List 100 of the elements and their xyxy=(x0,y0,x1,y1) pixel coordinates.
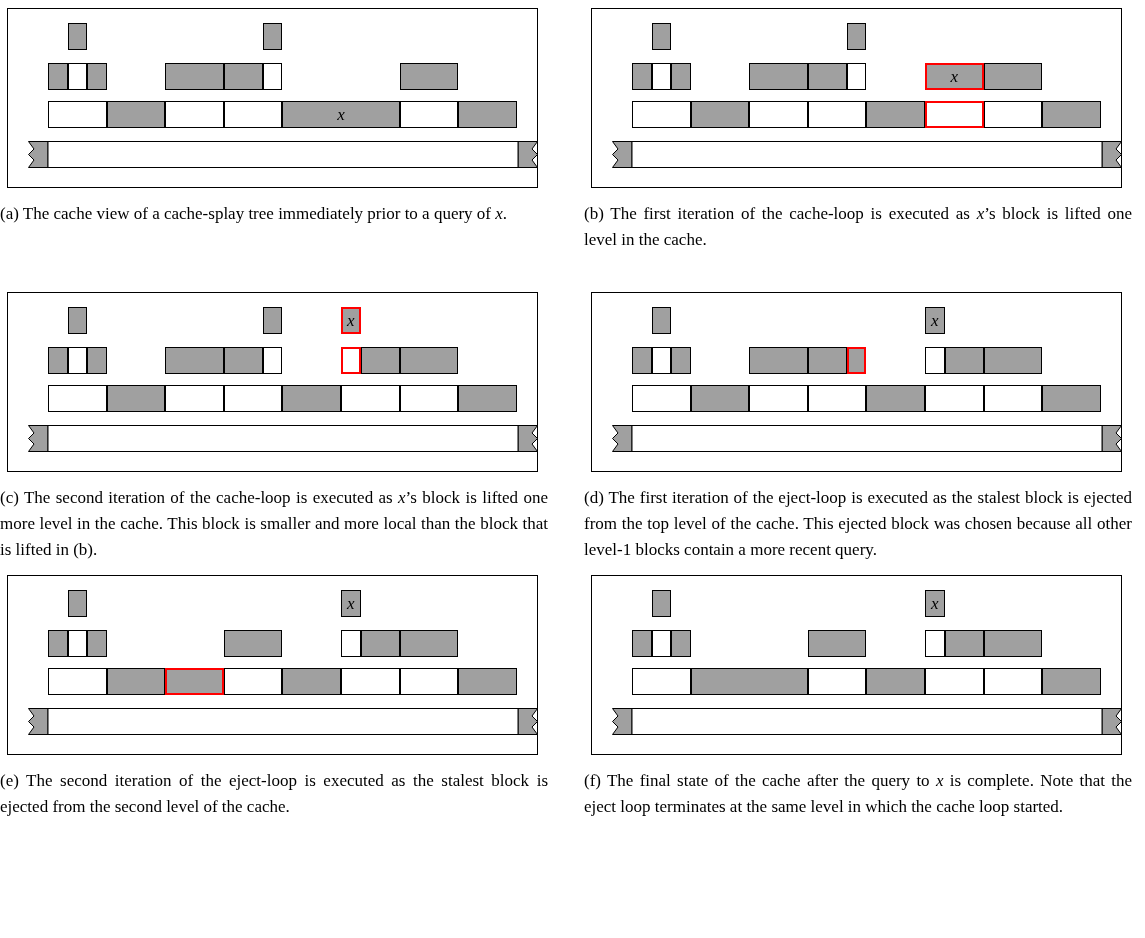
cache-block xyxy=(87,63,107,90)
cache-block xyxy=(807,101,867,128)
cache-block xyxy=(983,63,1043,90)
cache-block xyxy=(106,385,166,412)
cache-block xyxy=(632,63,652,90)
memory-bar xyxy=(28,708,538,735)
cache-block xyxy=(399,101,459,128)
cache-block xyxy=(983,101,1043,128)
cache-block xyxy=(223,347,263,374)
memory-bar xyxy=(28,141,538,168)
cache-block xyxy=(262,307,283,334)
cache-block xyxy=(983,347,1043,374)
cache-block xyxy=(165,668,224,695)
cache-block xyxy=(48,668,107,695)
cache-block xyxy=(48,347,68,374)
cache-block xyxy=(807,630,867,657)
cache-block xyxy=(925,307,945,334)
cache-block xyxy=(399,63,459,90)
cache-block xyxy=(866,101,925,128)
cache-block xyxy=(87,347,107,374)
cache-block xyxy=(223,63,263,90)
cache-block xyxy=(341,385,400,412)
figure-caption: (a) The cache view of a cache-splay tree immediately prior to a query of x. xyxy=(0,203,509,225)
cache-block xyxy=(458,101,517,128)
memory-bar xyxy=(612,141,1122,168)
cache-block xyxy=(223,385,283,412)
figure-caption: (e) The second iteration of the eject-loop is executed as the stalest block is ejected from the second level of the cache. xyxy=(0,770,548,818)
cache-block xyxy=(925,630,945,657)
figure-caption: (f) The final state of the cache after the query to x is complete. Note that the eject loop terminates at the same level in which the cache loop started. xyxy=(584,770,1132,818)
cache-block xyxy=(341,668,400,695)
variable-label: x xyxy=(950,68,959,85)
cache-block xyxy=(67,307,88,334)
cache-block xyxy=(651,23,672,50)
cache-block xyxy=(749,385,808,412)
cache-block xyxy=(944,347,984,374)
cache-block xyxy=(282,385,341,412)
memory-bar xyxy=(28,425,538,452)
cache-block xyxy=(983,385,1043,412)
cache-block xyxy=(632,347,652,374)
cache-block xyxy=(690,668,808,695)
cache-block xyxy=(1042,101,1101,128)
cache-block xyxy=(925,590,945,617)
figure-caption: (d) The first iteration of the eject-loop is executed as the stalest block is ejected from the top level of the cache. This ejected block was chosen because all other level-1 blocks contain a more recent query. xyxy=(584,487,1132,561)
cache-block xyxy=(48,385,107,412)
cache-block xyxy=(67,590,88,617)
cache-block xyxy=(1042,385,1101,412)
cache-block xyxy=(671,630,691,657)
cache-block xyxy=(749,347,808,374)
variable-label: x xyxy=(931,595,939,612)
variable-label: x xyxy=(347,312,355,329)
cache-block xyxy=(282,668,341,695)
memory-bar xyxy=(612,425,1122,452)
figure-caption: (b) The first iteration of the cache-loop is executed as x’s block is lifted one level in the cache. xyxy=(584,203,1132,251)
cache-block xyxy=(399,630,459,657)
cache-block xyxy=(807,63,847,90)
cache-block xyxy=(399,668,459,695)
cache-block xyxy=(866,385,925,412)
cache-block xyxy=(341,307,361,334)
cache-block xyxy=(341,630,361,657)
cache-block xyxy=(165,385,224,412)
cache-block xyxy=(67,23,88,50)
cache-block xyxy=(262,23,283,50)
cache-block xyxy=(983,630,1043,657)
cache-block xyxy=(106,668,166,695)
cache-block xyxy=(671,347,691,374)
cache-block xyxy=(925,668,984,695)
cache-block xyxy=(671,63,691,90)
cache-block xyxy=(749,63,808,90)
cache-block xyxy=(360,630,400,657)
cache-block xyxy=(983,668,1043,695)
cache-block xyxy=(925,63,984,90)
cache-block xyxy=(651,307,672,334)
cache-block xyxy=(458,668,517,695)
cache-block xyxy=(651,590,672,617)
cache-block xyxy=(399,347,459,374)
cache-block xyxy=(690,385,750,412)
cache-block xyxy=(399,385,459,412)
cache-block xyxy=(632,385,691,412)
cache-block xyxy=(48,630,68,657)
variable-label: x xyxy=(931,312,939,329)
figure-caption: (c) The second iteration of the cache-loop is executed as x’s block is lifted one more level in the cache. This block is smaller and more local than the block that is lifted in (b). xyxy=(0,487,548,561)
cache-block xyxy=(807,347,847,374)
cache-block xyxy=(632,668,691,695)
cache-block xyxy=(223,101,283,128)
cache-block xyxy=(48,101,107,128)
cache-block xyxy=(282,101,400,128)
cache-block xyxy=(925,101,984,128)
cache-block xyxy=(807,385,867,412)
cache-block xyxy=(341,347,361,374)
cache-block xyxy=(165,101,224,128)
cache-block xyxy=(106,101,166,128)
cache-block xyxy=(944,630,984,657)
cache-block xyxy=(87,630,107,657)
cache-block xyxy=(807,668,867,695)
cache-block xyxy=(165,63,224,90)
cache-block xyxy=(846,23,867,50)
cache-block xyxy=(749,101,808,128)
cache-block xyxy=(925,347,945,374)
cache-block xyxy=(690,101,750,128)
cache-block xyxy=(223,668,283,695)
